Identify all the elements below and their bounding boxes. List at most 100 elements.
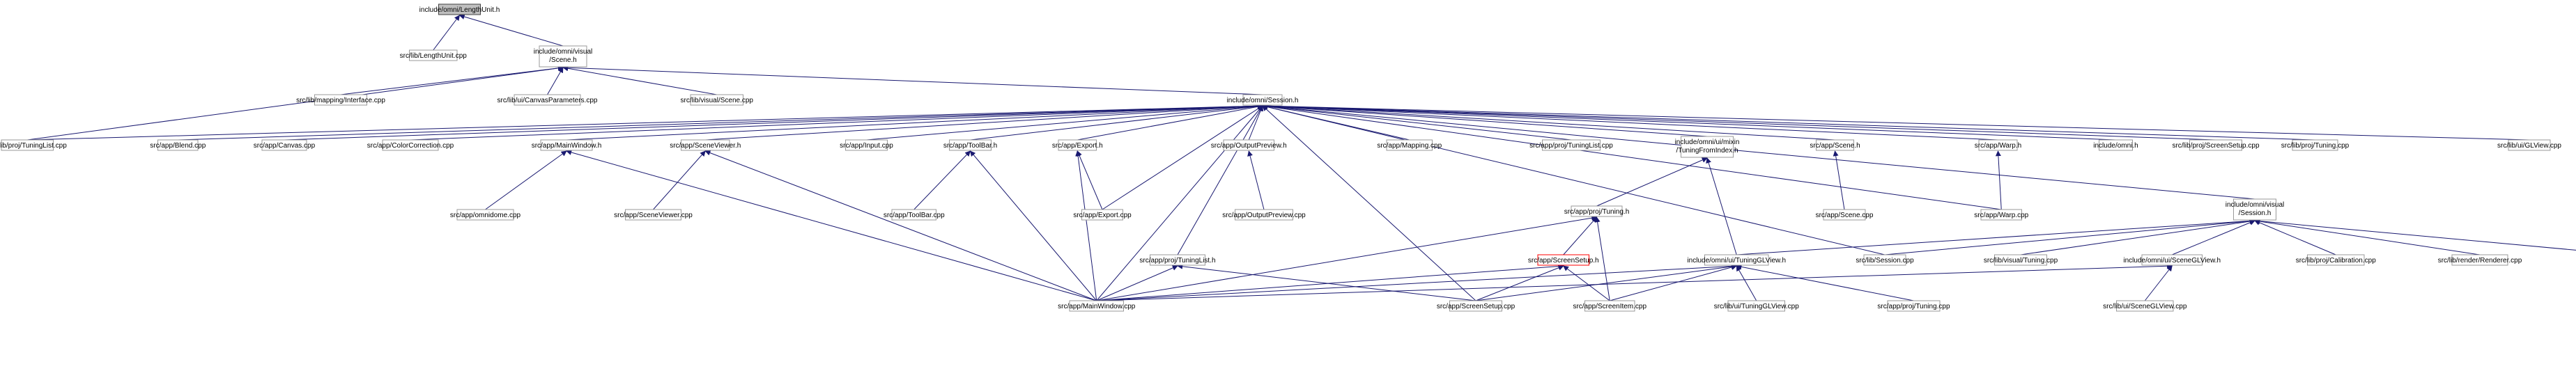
node-box (438, 3, 481, 15)
node-box (845, 139, 888, 151)
node-apptuning-cpp[interactable]: src/app/proj/Tuning.cpp (1877, 300, 1950, 312)
node-label: src/app/ScreenSetup.cpp (1437, 303, 1515, 310)
edge-session-h-to-visualsession-h (1262, 103, 2255, 200)
node-export-cpp[interactable]: src/app/Export.cpp (1073, 209, 1132, 221)
node-box (681, 139, 730, 151)
edge-session-h-to-mainwindow-cpp (1096, 105, 1263, 301)
node-label: src/app/OutputPreview.cpp (1222, 212, 1306, 219)
node-tuningfromindex-h[interactable]: include/omni/ui/mixin/TuningFromIndex.h (1675, 136, 1740, 158)
node-export-h[interactable]: src/app/Export.h (1052, 139, 1103, 151)
node-screensetup-h[interactable]: src/app/ScreenSetup.h (1528, 254, 1599, 266)
edge-session-h-to-blend-cpp (178, 103, 1263, 141)
node-visualtuning-cpp[interactable]: src/lib/visual/Tuning.cpp (1984, 254, 2058, 266)
node-screenitem-cpp[interactable]: src/app/ScreenItem.cpp (1573, 300, 1646, 312)
node-libsession-cpp[interactable]: src/lib/Session.cpp (1856, 254, 1914, 266)
node-box (1081, 209, 1123, 221)
node-label: src/lib/proj/ScreenSetup.cpp (2172, 142, 2260, 150)
node-layer: include/omni/LengthUnit.h src/lib/LengthU… (0, 3, 2561, 312)
node-interface-cpp[interactable]: src/lib/mapping/Interface.cpp (296, 94, 385, 106)
edge-mainwindow-h-to-mainwindow-cpp (566, 150, 1097, 301)
node-scene-h[interactable]: include/omni/visual/Scene.h (534, 45, 593, 68)
node-apptuninglist-cpp[interactable]: src/app/proj/TuningList.cpp (1529, 139, 1613, 151)
edge-session-h-to-screensetup-cpp-lib (1262, 103, 2216, 141)
node-label: include/omni/LengthUnit.h (419, 6, 500, 14)
node-mainwindow-cpp[interactable]: src/app/MainWindow.cpp (1058, 300, 1136, 312)
edge-visualsession-h-to-calibration-cpp (2254, 220, 2336, 255)
edge-session-h-to-warp-h (1262, 103, 1998, 141)
node-box (2307, 254, 2365, 266)
node-box (1978, 139, 2018, 151)
node-mainwindow-h[interactable]: src/app/MainWindow.h (532, 139, 602, 151)
node-box (2116, 300, 2174, 312)
node-sceneviewer-h[interactable]: src/app/SceneViewer.h (670, 139, 741, 151)
node-box (891, 209, 936, 221)
edge-visualsession-h-to-renderer-cpp (2254, 219, 2481, 255)
edge-scene-h-to-interface-cpp (340, 65, 564, 95)
edge-session-h-to-glview-cpp (1262, 103, 2530, 141)
node-omni-h[interactable]: include/omni.h (2093, 139, 2138, 151)
edge-tuningfromindex-h-to-tuningglview-h (1706, 157, 1737, 255)
node-renderer-cpp[interactable]: src/lib/render/Renderer.cpp (2438, 254, 2522, 266)
node-session-h[interactable]: include/omni/Session.h (1227, 94, 1299, 106)
node-tuninglist-h[interactable]: src/app/proj/TuningList.h (1139, 254, 1216, 266)
node-label: src/app/Export.h (1052, 142, 1103, 150)
node-label: src/app/Input.cpp (840, 142, 893, 150)
edge-session-h-to-sceneviewer-h (705, 103, 1263, 141)
node-tuningglview-h[interactable]: include/omni/ui/TuningGLView.h (1687, 254, 1786, 266)
edge-toolbar-h-to-toolbar-cpp (913, 150, 971, 210)
node-sceneviewer-cpp[interactable]: src/app/SceneViewer.cpp (614, 209, 693, 221)
node-sceneglview-cpp[interactable]: src/lib/ui/SceneGLView.cpp (2103, 300, 2187, 312)
node-lengthunit-h[interactable]: include/omni/LengthUnit.h (419, 3, 500, 15)
edge-tuningglview-h-to-apptuning-cpp (1736, 264, 1914, 301)
node-libtuning-cpp[interactable]: src/lib/proj/Tuning.cpp (2281, 139, 2350, 151)
node-label: src/app/Warp.h (1975, 142, 2021, 150)
edge-session-h-to-tuninglist-h (1177, 105, 1263, 255)
node-libtuninglist-cpp[interactable]: src/lib/proj/TuningList.cpp (0, 139, 67, 151)
node-toolbar-h[interactable]: src/app/ToolBar.h (943, 139, 997, 151)
edge-tuningglview-h-to-tuningglview-cpp (1736, 265, 1757, 301)
node-outputpreview-cpp[interactable]: src/app/OutputPreview.cpp (1222, 209, 1306, 221)
node-label: src/app/proj/Tuning.cpp (1877, 303, 1950, 310)
node-box (1537, 254, 1589, 266)
node-tuning-h[interactable]: src/app/proj/Tuning.h (1564, 205, 1630, 217)
node-box (514, 94, 581, 106)
node-toolbar-cpp[interactable]: src/app/ToolBar.cpp (884, 209, 945, 221)
node-outputpreview-h[interactable]: src/app/OutputPreview.h (1211, 139, 1287, 151)
node-label: src/lib/render/Renderer.cpp (2438, 257, 2522, 265)
node-label: src/app/Blend.cpp (150, 142, 206, 150)
node-warp-cpp[interactable]: src/app/Warp.cpp (1974, 209, 2029, 221)
node-box (949, 139, 992, 151)
node-appscene-h[interactable]: src/app/Scene.h (1810, 139, 1860, 151)
edge-sceneglview-h-to-sceneglview-cpp (2144, 265, 2173, 301)
node-omnidome-cpp[interactable]: src/app/omnidome.cpp (450, 209, 521, 221)
node-canvas-cpp[interactable]: src/app/Canvas.cpp (254, 139, 316, 151)
node-sceneglview-h[interactable]: include/omni/ui/SceneGLView.h (2123, 254, 2221, 266)
node-appscene-cpp[interactable]: src/app/Scene.cpp (1816, 209, 1874, 221)
node-visualsession-h[interactable]: include/omni/visual/Session.h (2226, 198, 2285, 221)
node-mapping-cpp[interactable]: src/app/Mapping.cpp (1377, 139, 1442, 151)
node-blend-cpp[interactable]: src/app/Blend.cpp (150, 139, 206, 151)
node-input-cpp[interactable]: src/app/Input.cpp (840, 139, 893, 151)
node-label: src/lib/ui/TuningGLView.cpp (1714, 303, 1800, 310)
node-box (1727, 300, 1785, 312)
node-lengthunit-cpp[interactable]: src/lib/LengthUnit.cpp (400, 49, 468, 61)
edge-scene-h-to-canvasparams-cpp (547, 67, 564, 95)
node-tuningglview-cpp[interactable]: src/lib/ui/TuningGLView.cpp (1714, 300, 1800, 312)
edge-sceneviewer-h-to-mainwindow-cpp (704, 150, 1097, 301)
node-label: include/omni.h (2093, 142, 2138, 150)
node-screensetup-cpp-lib[interactable]: src/lib/proj/ScreenSetup.cpp (2172, 139, 2260, 151)
node-box (261, 139, 307, 151)
node-canvasparams-cpp[interactable]: src/lib/ui/CanvasParameters.cpp (498, 94, 598, 106)
node-screensetup-cpp[interactable]: src/app/ScreenSetup.cpp (1437, 300, 1515, 312)
node-box (1994, 254, 2047, 266)
node-label: src/app/OutputPreview.h (1211, 142, 1287, 150)
edge-session-h-to-export-cpp (1102, 105, 1263, 210)
node-warp-h[interactable]: src/app/Warp.h (1975, 139, 2021, 151)
node-glview-cpp[interactable]: src/lib/ui/GLView.cpp (2497, 139, 2561, 151)
edge-tuningglview-h-to-mainwindow-cpp (1096, 263, 1738, 301)
node-colorcorrection-cpp[interactable]: src/app/ColorCorrection.cpp (367, 139, 454, 151)
node-visualscene-cpp[interactable]: src/lib/visual/Scene.cpp (681, 94, 754, 106)
edge-visualsession-h-to-libsession-cpp (1884, 218, 2255, 255)
node-calibration-cpp[interactable]: src/lib/proj/Calibration.cpp (2296, 254, 2376, 266)
